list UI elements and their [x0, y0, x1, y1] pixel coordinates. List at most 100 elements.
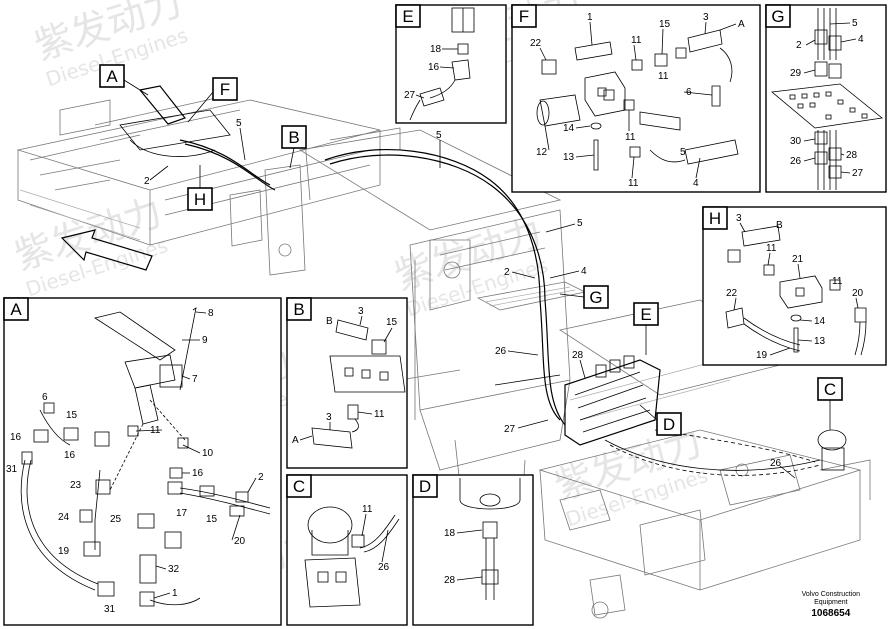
panel-a-label-9: 9 — [202, 335, 208, 346]
panel-d-label-18: 18 — [444, 528, 456, 539]
panel-a-label-15: 15 — [66, 410, 78, 421]
panel-h-label-22: 22 — [726, 288, 738, 299]
main-label-26: 26 — [495, 346, 507, 357]
callout-a: A — [106, 67, 118, 86]
panel-f-label-a: A — [738, 19, 745, 30]
panel-a-label-24: 24 — [58, 512, 70, 523]
panel-a-label-15b: 15 — [206, 514, 218, 525]
main-number-labels: 5 2 5 5 2 4 26 28 27 26 — [144, 118, 796, 479]
panel-g-label-27: 27 — [852, 168, 864, 179]
panel-f-label-14: 14 — [563, 123, 575, 134]
panel-f-label-15: 15 — [659, 19, 671, 30]
panel-f-label-11a: 11 — [631, 35, 642, 46]
callout-h: H — [194, 190, 206, 209]
panel-b-label-3b: 3 — [326, 412, 332, 423]
panel-a-label-2: 2 — [258, 472, 264, 483]
drawing-number: 1068654 — [811, 608, 851, 619]
panel-a-label-19: 19 — [58, 546, 70, 557]
main-label-26b: 26 — [770, 458, 782, 469]
panel-f-label-12: 12 — [536, 147, 548, 158]
detail-panel-h: H 3 B 11 21 11 22 20 14 13 19 — [702, 206, 887, 366]
panel-a-label-31a: 31 — [6, 464, 18, 475]
direction-arrow — [60, 229, 153, 271]
panel-f-label-22: 22 — [530, 38, 542, 49]
panel-f-label-1: 1 — [587, 12, 593, 23]
panel-b-label-b: B — [326, 316, 333, 327]
callout-f: F — [220, 80, 230, 99]
callout-b: B — [288, 128, 299, 147]
callout-c: C — [824, 380, 836, 399]
brand-line-1: Volvo Construction — [801, 591, 860, 598]
callout-f-tag — [212, 77, 238, 101]
panel-c-title: C — [293, 477, 305, 496]
main-label-5c: 5 — [577, 218, 583, 229]
panel-h-label-21: 21 — [792, 254, 804, 265]
panel-a-label-16a: 16 — [10, 432, 22, 443]
panel-a-label-7: 7 — [192, 374, 198, 385]
detail-panel-d: D 18 28 — [412, 474, 534, 626]
panel-f-label-3: 3 — [703, 12, 709, 23]
callout-e: E — [640, 305, 651, 324]
panel-d-title: D — [419, 477, 431, 496]
panel-a-label-23: 23 — [70, 480, 82, 491]
panel-a-labels: 8 9 7 6 15 16 16 11 10 31 16 23 2 24 25 … — [6, 308, 264, 615]
panel-a-title: A — [10, 300, 22, 319]
panel-g-label-4: 4 — [858, 34, 864, 45]
panel-a-label-20: 20 — [234, 536, 246, 547]
panel-g-label-29: 29 — [790, 68, 802, 79]
panel-h-label-11b: 11 — [832, 276, 843, 287]
main-label-4: 4 — [581, 266, 587, 277]
panel-a-label-8: 8 — [208, 308, 214, 319]
panel-a-label-31b: 31 — [104, 604, 116, 615]
detail-panel-g: G 5 2 4 29 30 — [765, 4, 887, 193]
machine-frame-drawing — [16, 85, 871, 619]
detail-panel-a: A — [3, 297, 282, 626]
panel-h-label-3: 3 — [736, 213, 742, 224]
panel-a-label-10: 10 — [202, 448, 214, 459]
panel-a-label-25: 25 — [110, 514, 122, 525]
panel-a-label-16c: 16 — [192, 468, 204, 479]
callout-d: D — [663, 415, 675, 434]
panel-h-label-19: 19 — [756, 350, 768, 361]
panel-h-label-14: 14 — [814, 316, 826, 327]
main-label-5b: 5 — [436, 130, 442, 141]
callout-d-tag — [656, 412, 682, 436]
panel-g-label-2: 2 — [796, 40, 802, 51]
main-label-2b: 2 — [504, 267, 510, 278]
panel-f-label-5: 5 — [680, 147, 686, 158]
panel-h-label-13: 13 — [814, 336, 826, 347]
panel-e-label-18: 18 — [430, 44, 442, 55]
callout-a-tag — [99, 64, 125, 88]
main-label-28: 28 — [572, 350, 584, 361]
detail-panel-f: F 1 15 3 A 22 11 11 6 14 — [511, 4, 761, 193]
panel-f-label-4: 4 — [693, 178, 699, 189]
panel-f-label-11b: 11 — [658, 71, 669, 82]
panel-f-label-11c: 11 — [625, 132, 636, 143]
panel-g-title: G — [771, 7, 784, 26]
panel-c-label-26: 26 — [378, 562, 390, 573]
panel-c-label-11: 11 — [362, 504, 373, 515]
panel-a-label-6: 6 — [42, 392, 48, 403]
panel-a-label-16b: 16 — [64, 450, 76, 461]
panel-b-title: B — [293, 300, 304, 319]
footer-brand: Volvo Construction Equipment 1068654 — [802, 591, 860, 619]
main-label-27: 27 — [504, 424, 516, 435]
panel-h-label-11a: 11 — [766, 243, 777, 254]
panel-f-label-11d: 11 — [628, 178, 639, 189]
panel-h-label-b: B — [776, 220, 783, 231]
panel-f-label-13: 13 — [563, 152, 575, 163]
panel-a-label-17: 17 — [176, 508, 188, 519]
callout-g: G — [589, 288, 602, 307]
panel-g-label-5: 5 — [852, 18, 858, 29]
detail-panel-e: E 18 16 27 — [395, 4, 507, 124]
panel-d-label-28: 28 — [444, 575, 456, 586]
panel-e-label-27: 27 — [404, 90, 416, 101]
panel-h-label-20: 20 — [852, 288, 864, 299]
panel-h-title: H — [709, 209, 721, 228]
panel-e-title: E — [402, 7, 413, 26]
panel-g-label-28: 28 — [846, 150, 858, 161]
detail-panel-c: C 11 26 — [286, 474, 408, 626]
main-label-2a: 2 — [144, 176, 150, 187]
panel-g-label-26: 26 — [790, 156, 802, 167]
